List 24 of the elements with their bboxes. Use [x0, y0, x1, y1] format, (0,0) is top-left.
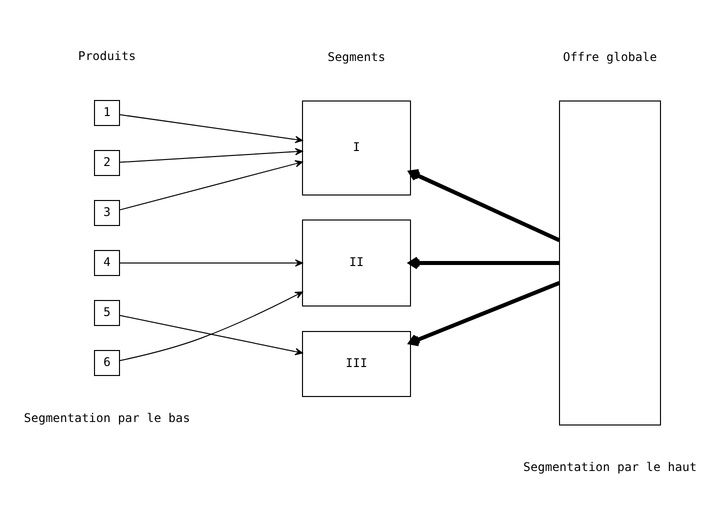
- arrow: [408, 168, 560, 242]
- node-box: 1: [94, 100, 120, 126]
- arrow: [119, 148, 303, 162]
- arrow: [408, 256, 560, 269]
- label: Segmentation par le haut: [523, 460, 697, 474]
- arrow: [408, 280, 560, 346]
- arrow: [119, 258, 303, 266]
- node-box: III: [302, 330, 411, 396]
- label: Offre globale: [563, 50, 657, 64]
- node-box: I: [302, 100, 411, 195]
- node-box: II: [302, 219, 411, 306]
- arrow: [119, 114, 303, 143]
- label: Segmentation par le bas: [24, 410, 190, 425]
- arrow: [119, 314, 303, 355]
- label: Produits: [78, 48, 136, 63]
- arrow: [119, 290, 303, 361]
- node-box: 3: [94, 200, 120, 226]
- arrow: [119, 160, 303, 210]
- node-box: 5: [94, 300, 120, 326]
- node-box: [559, 100, 661, 425]
- node-box: 2: [94, 150, 120, 176]
- node-box: 4: [94, 250, 120, 276]
- node-box: 6: [94, 350, 120, 376]
- label: Segments: [328, 50, 386, 64]
